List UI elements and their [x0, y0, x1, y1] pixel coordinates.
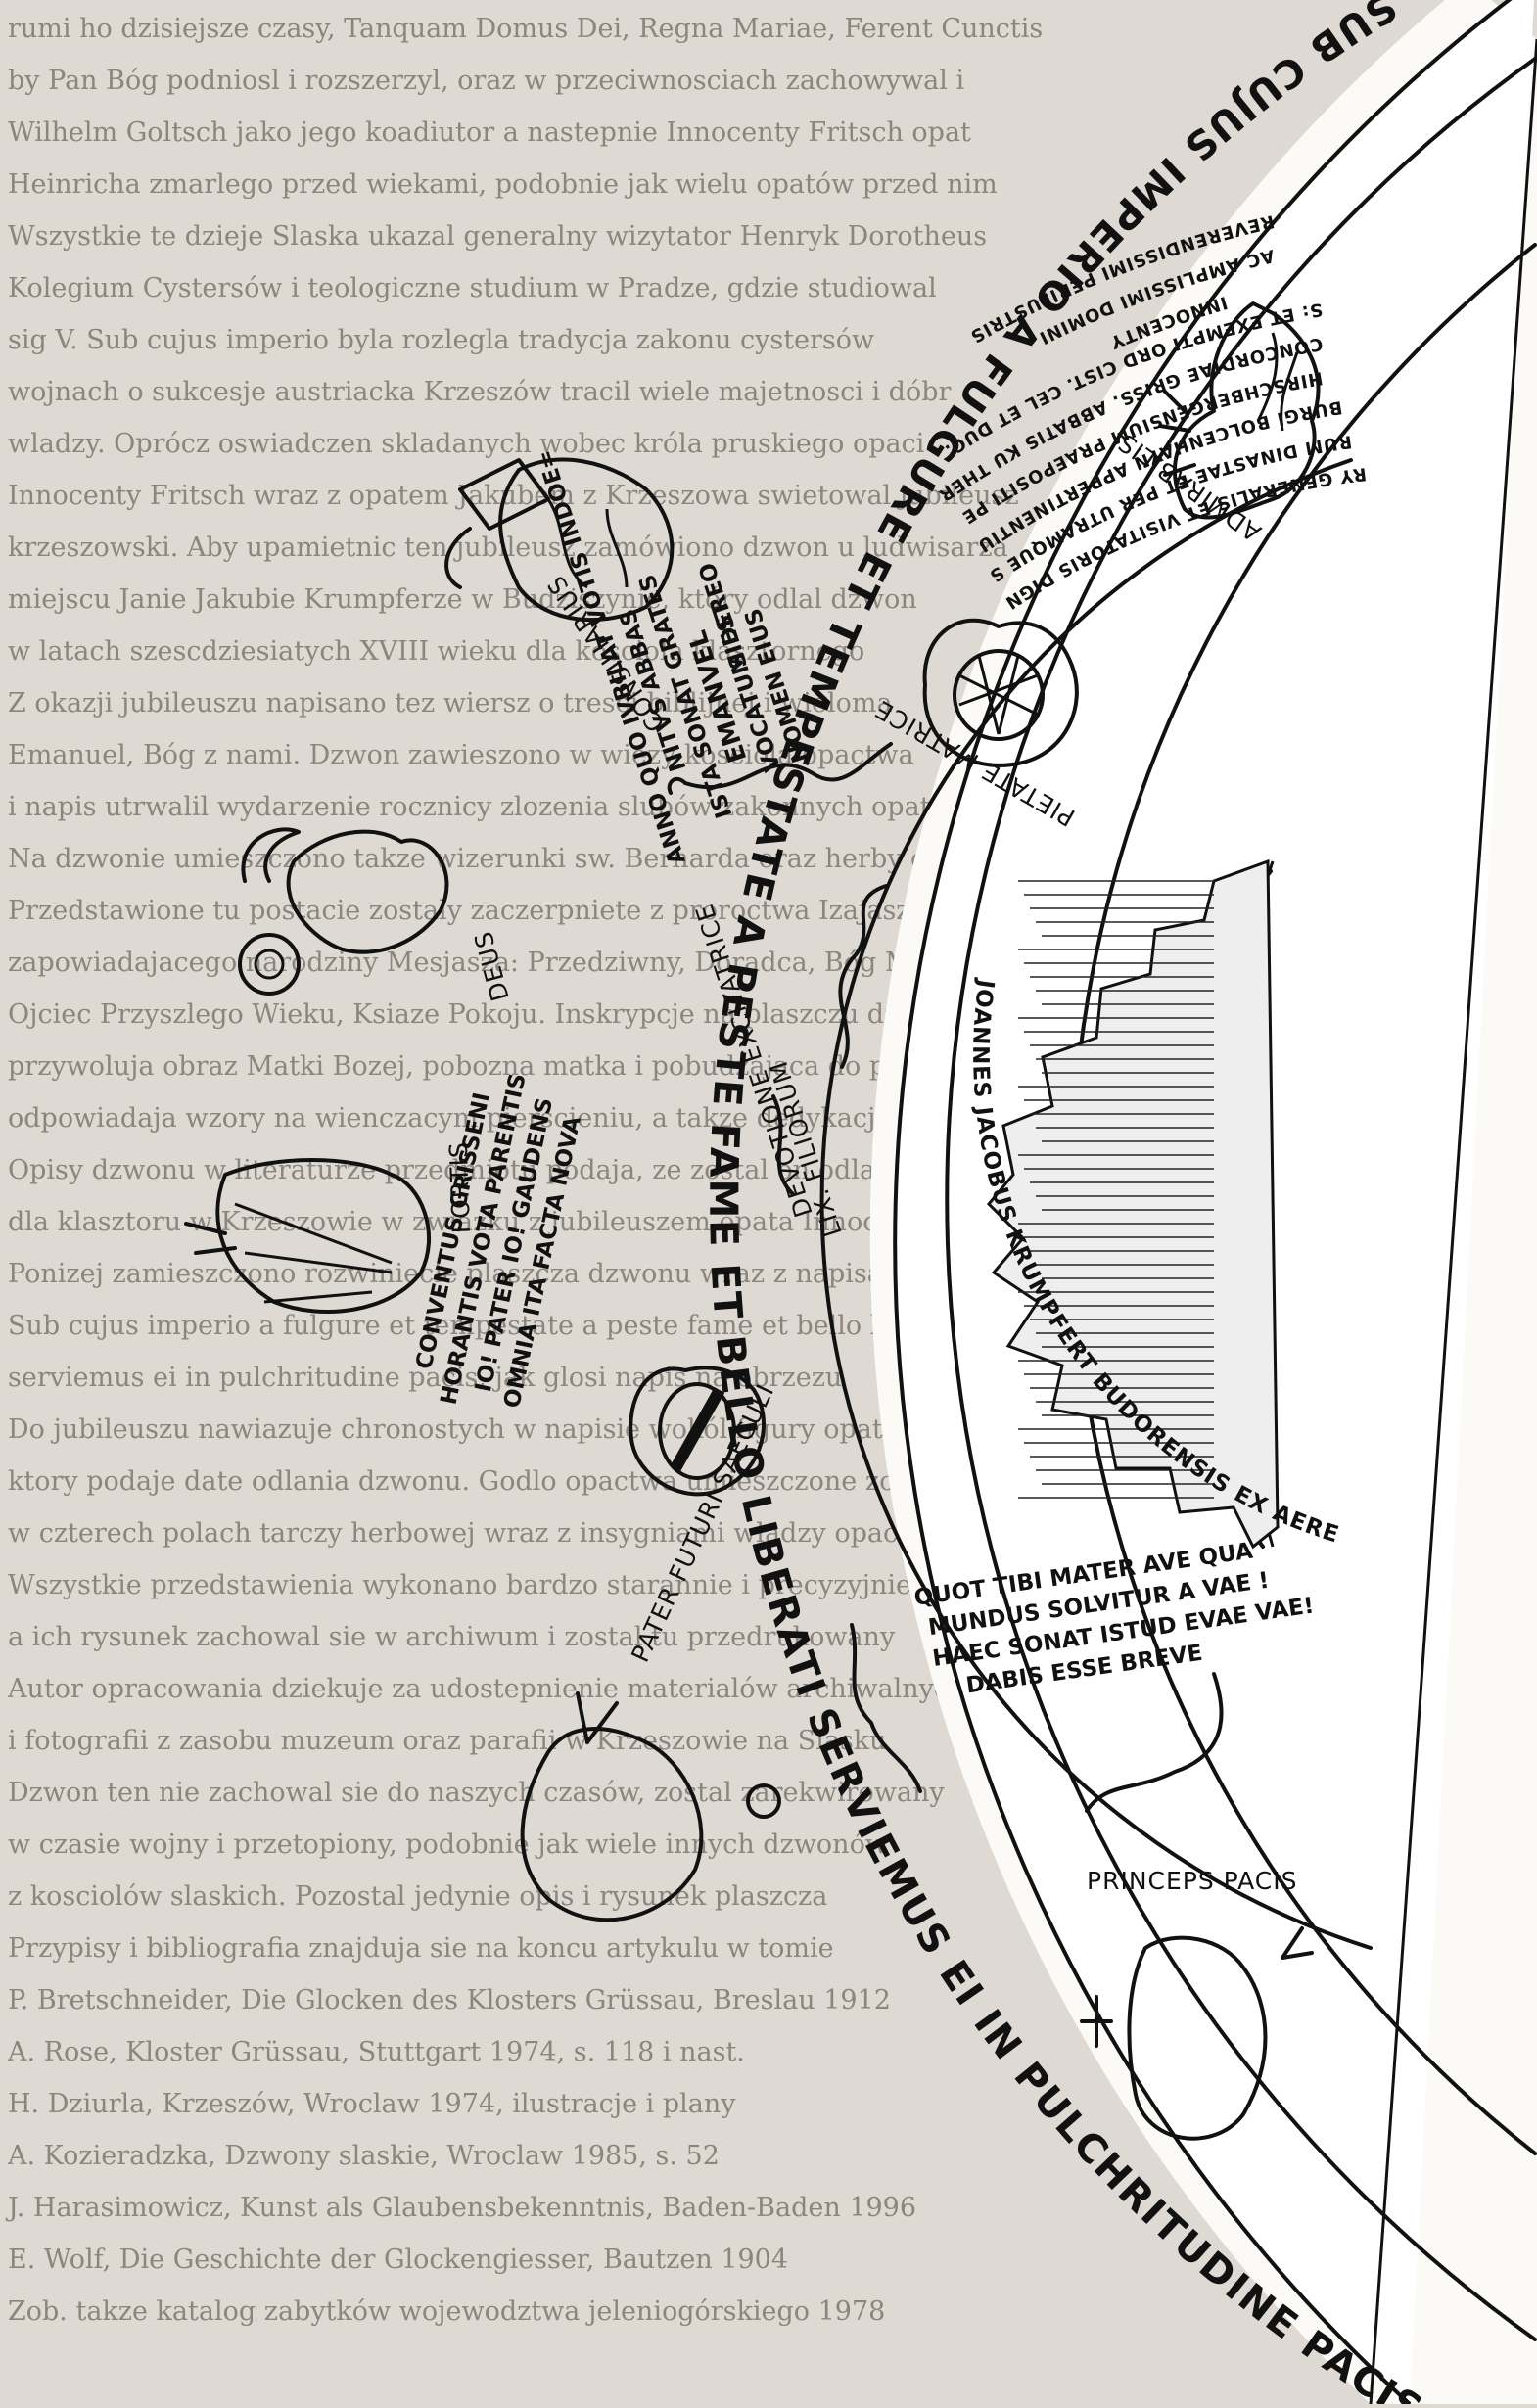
background-line: Na dzwonie umieszczono takze wizerunki s…: [8, 844, 1023, 874]
background-line: Sub cujus imperio a fulgure et tempestat…: [8, 1311, 967, 1341]
background-line: rumi ho dzisiejsze czasy, Tanquam Domus …: [8, 14, 1043, 44]
background-line: miejscu Janie Jakubie Krumpferze w Budzi…: [8, 584, 917, 615]
background-line: P. Bretschneider, Die Glocken des Kloste…: [8, 1985, 891, 2015]
coat-of-arms-icon: [953, 649, 1045, 741]
background-line: A. Rose, Kloster Grüssau, Stuttgart 1974…: [7, 2037, 745, 2067]
devotione-medallion: [629, 1366, 766, 1497]
figure-fortis: [184, 1158, 431, 1314]
background-line: Ponizej zamieszczono rozwiniecie plaszcz…: [8, 1259, 916, 1289]
rim-inner-arc: [945, 57, 1537, 2341]
ribbon-top: [683, 742, 893, 790]
label-fortis: FORTIS: [444, 1141, 476, 1234]
background-line: Dzwon ten nie zachowal sie do naszych cz…: [8, 1778, 945, 1808]
background-line: w latach szescdziesiatych XVIII wieku dl…: [8, 636, 864, 667]
background-line: przywoluja obraz Matki Bozej, pobozna ma…: [8, 1051, 1019, 1082]
sword-icon: [184, 1222, 237, 1255]
background-line: a ich rysunek zachowal sie w archiwum i …: [8, 1622, 896, 1652]
orb-icon: [746, 1783, 781, 1819]
background-line: Innocenty Fritsch wraz z opatem Jakubem …: [8, 481, 1019, 511]
background-line: z kosciolów slaskich. Pozostal jedynie o…: [8, 1881, 827, 1912]
sceptre-icon: [576, 1691, 619, 1744]
background-line: Zob. takze katalog zabytków wojewodztwa …: [8, 2296, 885, 2327]
background-line: sig V. Sub cujus imperio byla rozlegla t…: [8, 325, 874, 355]
background-line: by Pan Bóg podniosl i rozszerzyl, oraz w…: [8, 66, 964, 96]
background-line: Kolegium Cystersów i teologiczne studium…: [8, 273, 937, 303]
sector-edge: [1369, 38, 1537, 2405]
ribbons: [667, 742, 1224, 1813]
background-line: zapowiadajacego narodziny Mesjasza: Prze…: [8, 948, 975, 978]
moon-icon: [241, 827, 301, 883]
background-line: ktory podaje date odlania dzwonu. Godlo …: [8, 1466, 959, 1497]
background-line: wladzy. Oprócz oswiadczen skladanych wob…: [8, 429, 925, 459]
background-line: w czterech polach tarczy herbowej wraz z…: [8, 1518, 947, 1549]
background-line: Z okazji jubileuszu napisano tez wiersz …: [8, 688, 893, 718]
background-line: Wilhelm Goltsch jako jego koadiutor a na…: [8, 117, 971, 148]
background-line: J. Harasimowicz, Kunst als Glaubensbeken…: [5, 2193, 916, 2223]
background-line: Autor opracowania dziekuje za udostepnie…: [7, 1674, 965, 1704]
background-line: dla klasztoru w Krzeszowie w zwiazku z j…: [8, 1207, 969, 1237]
shield-icon: [658, 1382, 736, 1480]
palm-icon: [1281, 1926, 1314, 1960]
background-line: E. Wolf, Die Geschichte der Glockengiess…: [8, 2245, 788, 2275]
background-line: Przypisy i bibliografia znajduja sie na …: [8, 1933, 834, 1964]
background-line: i fotografii z zasobu muzeum oraz parafi…: [8, 1726, 887, 1756]
background-line: A. Kozieradzka, Dzwony slaskie, Wroclaw …: [7, 2141, 720, 2171]
label-princeps: PRINCEPS PACIS: [1087, 1867, 1298, 1895]
figure-princeps: [1080, 1926, 1314, 2141]
background-line: Ojciec Przyszlego Wieku, Ksiaze Pokoju. …: [8, 999, 970, 1030]
ribbon-left: [838, 884, 888, 1069]
figure-admirabilis: [1158, 301, 1321, 520]
background-page-text: rumi ho dzisiejsze czasy, Tanquam Domus …: [5, 14, 1043, 2327]
sun-rays: [986, 858, 1280, 1550]
background-line: wojnach o sukcesje austriacka Krzeszów t…: [8, 377, 951, 407]
background-line: w czasie wojny i przetopiony, podobnie j…: [8, 1829, 888, 1860]
background-line: Heinricha zmarlego przed wiekami, podobn…: [8, 169, 998, 200]
figure-pater: [520, 1691, 781, 1922]
background-line: Emanuel, Bóg z nami. Dzwon zawieszono w …: [8, 740, 914, 770]
background-line: H. Dziurla, Krzeszów, Wroclaw 1974, ilus…: [8, 2089, 736, 2119]
background-line: odpowiadaja wzory na wienczacym pierscie…: [8, 1103, 1006, 1134]
pietate-medallion: [922, 618, 1079, 767]
ribbon-quot-left: [850, 1623, 922, 1793]
cross-icon: [1080, 1995, 1113, 2048]
figure-consiliarius: [444, 457, 675, 623]
background-line: Do jubileuszu nawiazuje chronostych w na…: [8, 1414, 899, 1445]
ribbon-quot-right: [1085, 1672, 1224, 1813]
background-line: Wszystkie te dzieje Slaska ukazal genera…: [8, 221, 987, 252]
background-line: Przedstawione tu postacie zostaly zaczer…: [8, 896, 926, 926]
background-line: Wszystkie przedstawienia wykonano bardzo…: [8, 1570, 911, 1600]
figure-deus: [238, 827, 449, 996]
sun-disc-icon: [238, 933, 301, 996]
background-line: Opisy dzwonu w literaturze przedmiotu po…: [8, 1155, 908, 1185]
background-line: i napis utrwalil wydarzenie rocznicy zlo…: [8, 792, 947, 822]
